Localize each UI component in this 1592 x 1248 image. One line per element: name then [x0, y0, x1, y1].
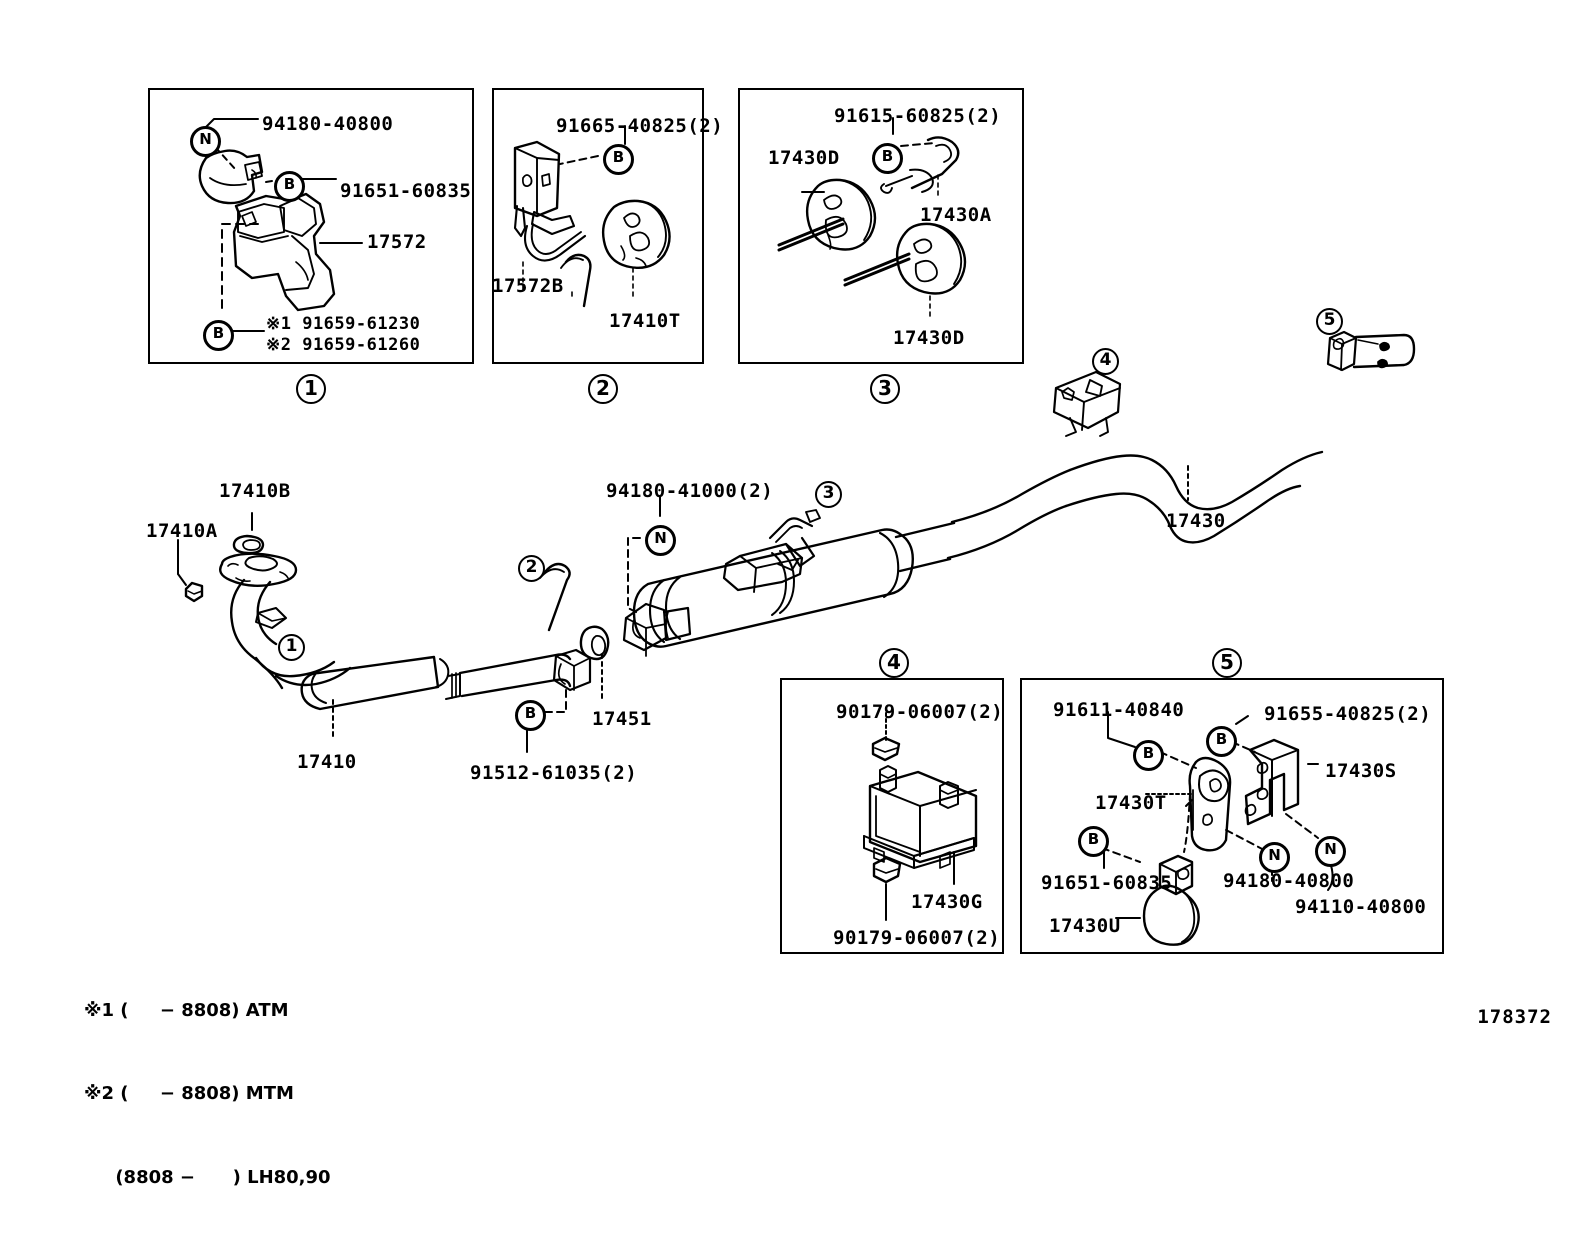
inset-index-3: 3	[870, 374, 900, 404]
footnote-line-3: (8808 − ) LH80,90	[84, 1167, 331, 1189]
part-label-17410B: 17410B	[219, 480, 291, 502]
marker-b-main: B	[515, 700, 546, 731]
inset-box-5	[1020, 678, 1444, 954]
part-label-91611-40840: 91611-40840	[1053, 699, 1185, 721]
exhaust-parts-diagram: 1 2 3 4 5 94180-40800 91651-60835 17572 …	[84, 88, 1552, 1188]
marker-n-box1: N	[190, 126, 221, 157]
part-label-17430D-lower: 17430D	[893, 327, 965, 349]
marker-b-box5-mid: B	[1206, 726, 1237, 757]
part-label-91512-61035: 91512-61035(2)	[470, 762, 638, 784]
footnote-line-2: ※2 ( − 8808) MTM	[84, 1083, 294, 1105]
part-label-17430: 17430	[1166, 510, 1226, 532]
part-label-17451: 17451	[592, 708, 652, 730]
callout-3: 3	[815, 481, 842, 508]
inset-box-2	[492, 88, 704, 364]
part-label-90179-06007-bottom: 90179-06007(2)	[833, 927, 1001, 949]
inset-index-1: 1	[296, 374, 326, 404]
callout-2: 2	[518, 555, 545, 582]
marker-n-box5-right: N	[1315, 836, 1346, 867]
marker-b-box2: B	[603, 144, 634, 175]
marker-n-main: N	[645, 525, 676, 556]
part-label-94110-40800: 94110-40800	[1295, 896, 1427, 918]
part-label-90179-06007-top: 90179-06007(2)	[836, 701, 1004, 723]
part-label-91655-40825: 91655-40825(2)	[1264, 703, 1432, 725]
part-label-94180-41000: 94180-41000(2)	[606, 480, 774, 502]
part-label-17430A: 17430A	[920, 204, 992, 226]
part-label-17430D-upper: 17430D	[768, 147, 840, 169]
callout-4: 4	[1092, 348, 1119, 375]
inset-index-4: 4	[879, 648, 909, 678]
part-label-17572B: 17572B	[492, 275, 564, 297]
callout-5: 5	[1316, 308, 1343, 335]
part-label-17430U: 17430U	[1049, 915, 1121, 937]
marker-n-box5-left: N	[1259, 842, 1290, 873]
marker-b-box1-lower: B	[203, 320, 234, 351]
part-label-91659-61260: ※2 91659-61260	[266, 335, 421, 355]
part-label-91651-60835-box5: 91651-60835	[1041, 872, 1173, 894]
part-label-91665-40825: 91665-40825(2)	[556, 115, 724, 137]
inset-box-3	[738, 88, 1024, 364]
inset-box-4	[780, 678, 1004, 954]
part-label-91651-60835: 91651-60835	[340, 180, 472, 202]
part-label-17430T: 17430T	[1095, 792, 1167, 814]
part-label-91615-60825: 91615-60825(2)	[834, 105, 1002, 127]
inset-index-2: 2	[588, 374, 618, 404]
inset-box-1	[148, 88, 474, 364]
part-label-91659-61230: ※1 91659-61230	[266, 314, 421, 334]
marker-b-box3: B	[872, 143, 903, 174]
footnote-line-1: ※1 ( − 8808) ATM	[84, 999, 289, 1021]
footnotes: ※1 ( − 8808) ATM ※2 ( − 8808) MTM (8808 …	[84, 941, 331, 1248]
reference-number: 178372	[1477, 1006, 1552, 1028]
part-label-17410T: 17410T	[609, 310, 681, 332]
marker-b-box5-left: B	[1133, 740, 1164, 771]
part-label-17410A: 17410A	[146, 520, 218, 542]
part-label-94180-40800: 94180-40800	[262, 113, 394, 135]
part-label-94180-40800-box5: 94180-40800	[1223, 870, 1355, 892]
part-label-17430S: 17430S	[1325, 760, 1397, 782]
part-label-17572: 17572	[367, 231, 427, 253]
marker-b-box1-upper: B	[274, 171, 305, 202]
marker-b-box5-lower: B	[1078, 826, 1109, 857]
part-label-17410: 17410	[297, 751, 357, 773]
part-label-17430G: 17430G	[911, 891, 983, 913]
inset-index-5: 5	[1212, 648, 1242, 678]
callout-1: 1	[278, 634, 305, 661]
